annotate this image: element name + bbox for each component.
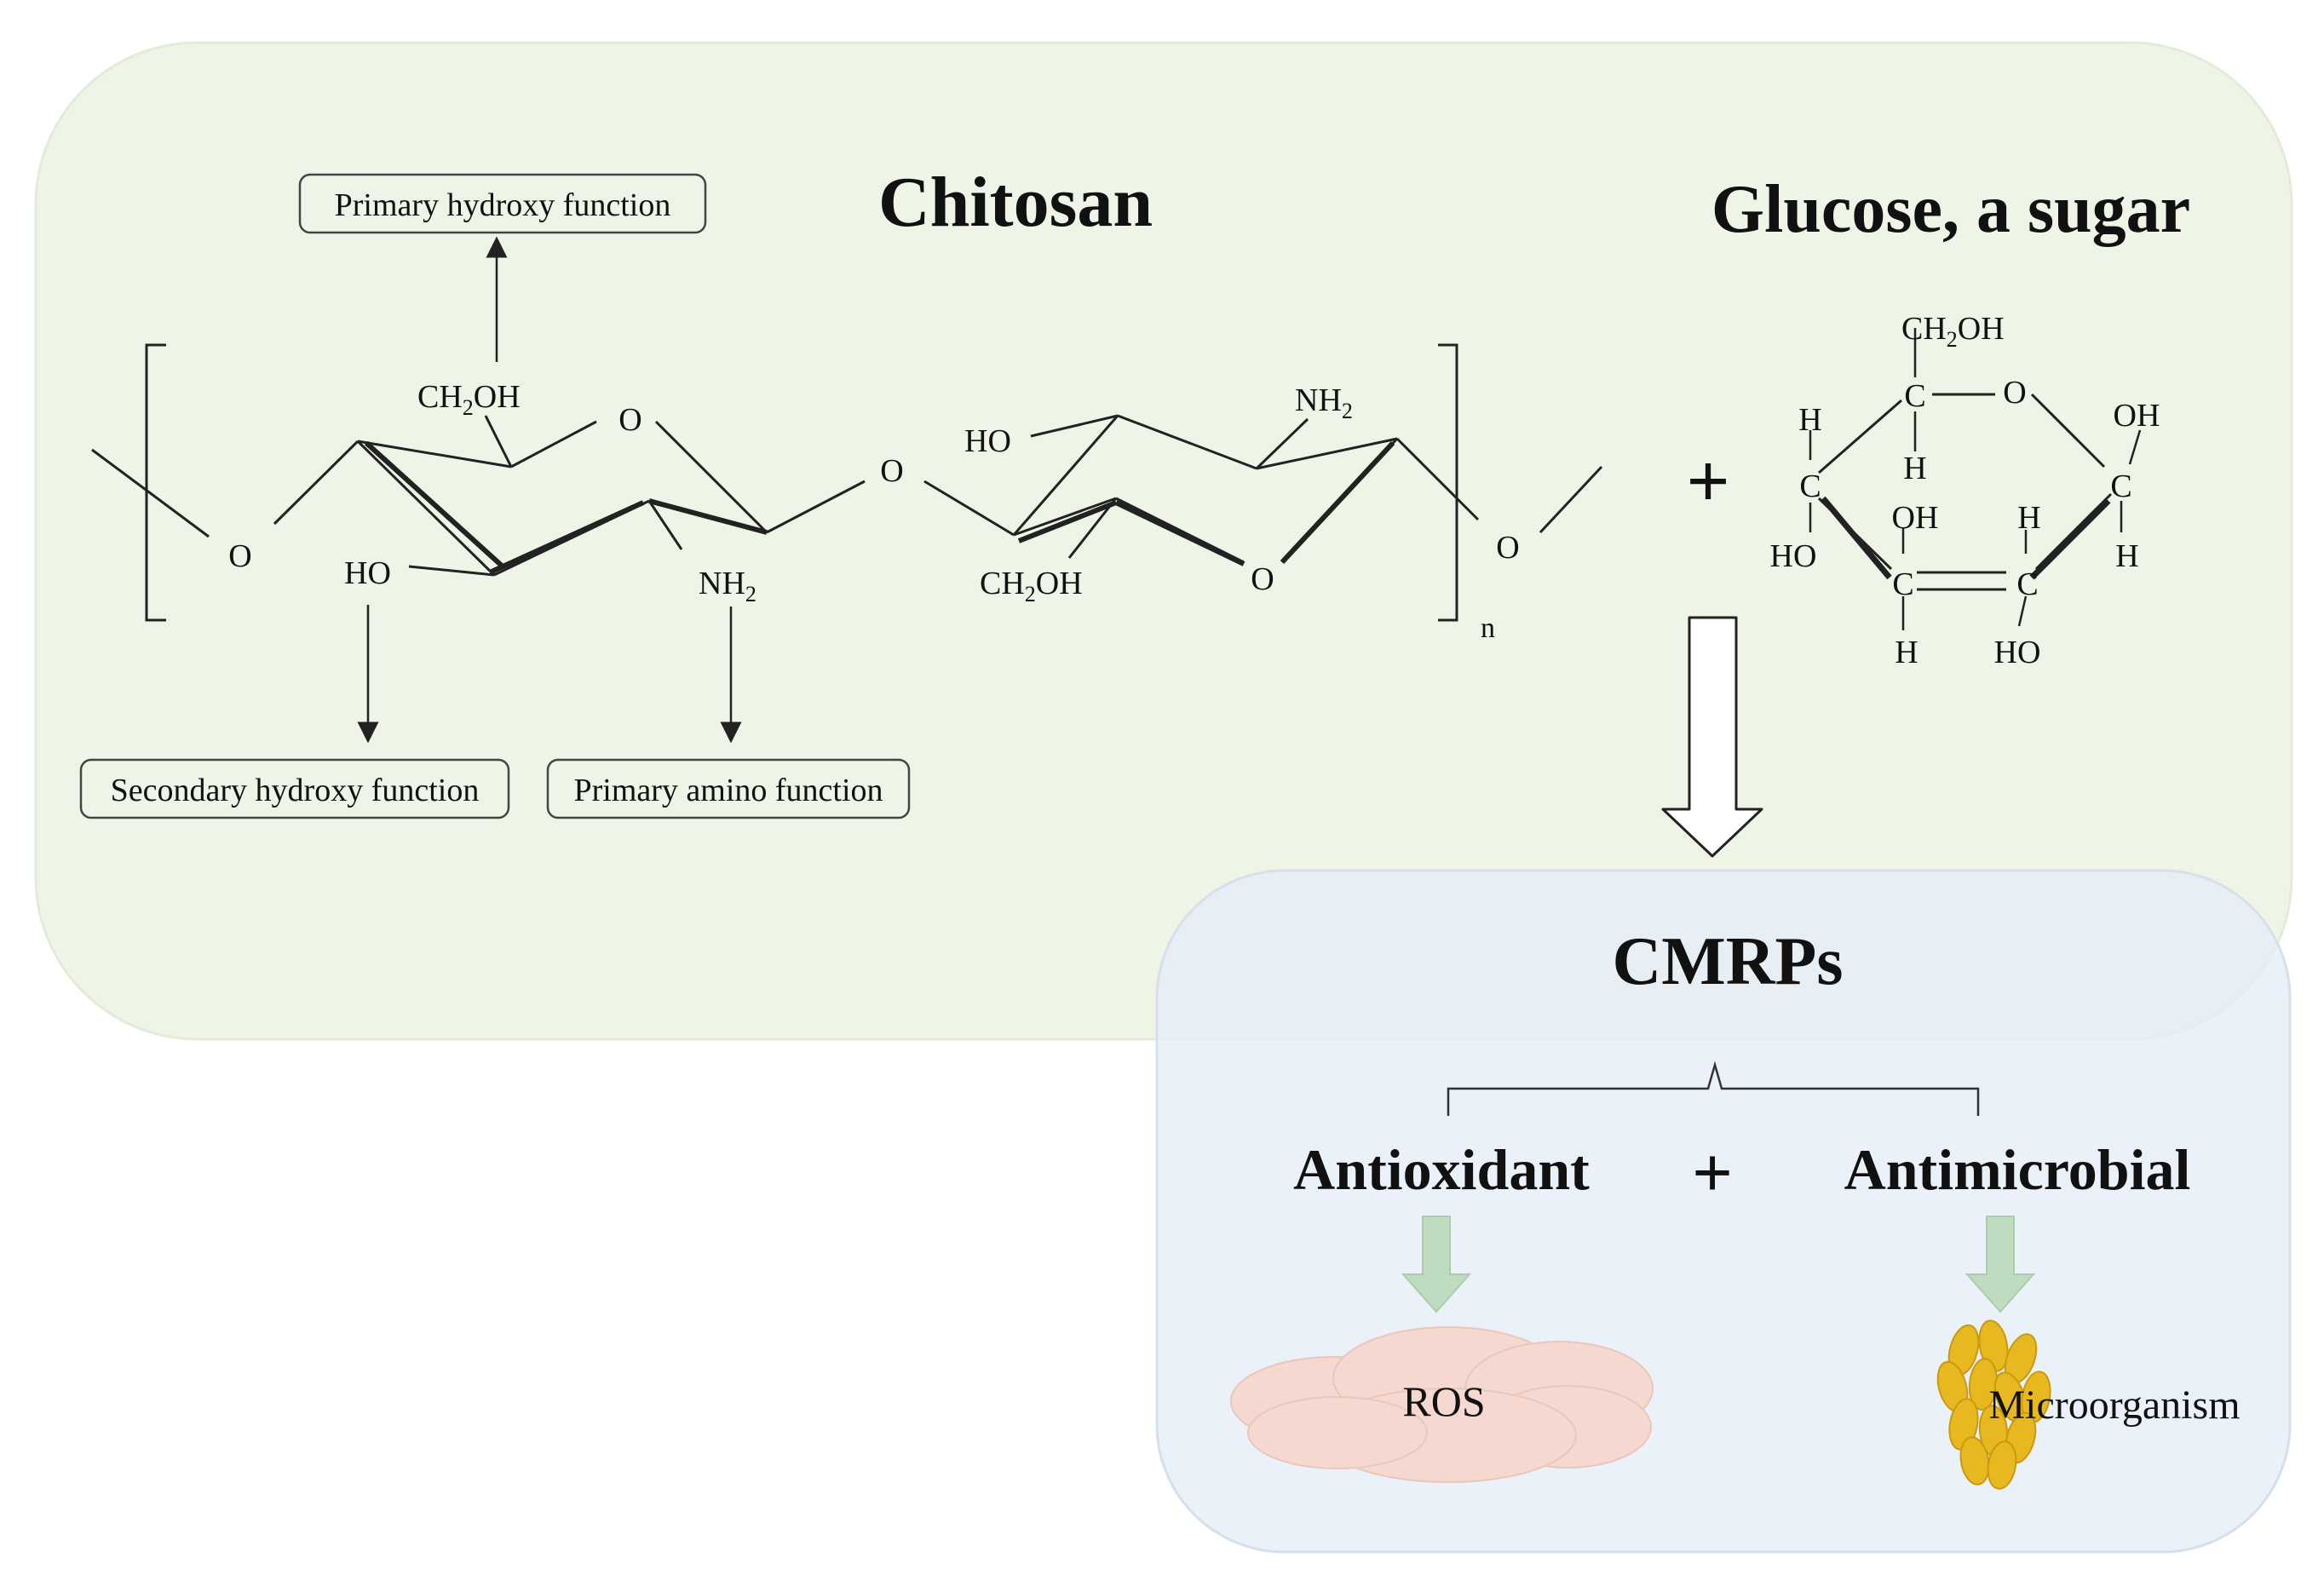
chitosan-atoms: O CH2OH O HO NH2 O HO NH2 CH2OH O O n xyxy=(228,379,1519,644)
glucose-c5: C xyxy=(1904,378,1925,414)
svg-text:Primary hydroxy function: Primary hydroxy function xyxy=(335,187,671,223)
atom-o-left: O xyxy=(228,538,251,574)
glucose-title: Glucose, a sugar xyxy=(1711,172,2190,247)
secondary-hydroxy-label: Secondary hydroxy function xyxy=(79,758,510,819)
atom-o-ring1: O xyxy=(618,402,641,438)
microorganism-label: Microorganism xyxy=(1988,1382,2240,1428)
glucose-ch2oh: CH2OH xyxy=(1901,311,2005,352)
antimicrobial-arrow xyxy=(1964,1216,2036,1313)
chitosan-structure xyxy=(91,343,1603,622)
atom-ch2oh-ring1: CH2OH xyxy=(417,379,521,420)
property-antioxidant: Antioxidant xyxy=(1293,1137,1590,1202)
glucose-h4: H xyxy=(1798,402,1821,438)
primary-amino-label: Primary amino function xyxy=(546,758,911,819)
primary-hydroxy-label: Primary hydroxy function xyxy=(298,173,707,234)
glucose-c1: C xyxy=(2110,468,2131,504)
atom-ho-ring2: HO xyxy=(964,423,1011,459)
property-antimicrobial: Antimicrobial xyxy=(1844,1137,2191,1202)
glucose-oh3: OH xyxy=(1892,500,1939,536)
atom-o-right: O xyxy=(1496,530,1519,566)
plus-reactants: + xyxy=(1686,440,1729,524)
glucose-atoms: CH2OH C O H H C HO OH C H OH C H H C HO xyxy=(1770,311,2160,670)
cmrps-title: CMRPs xyxy=(1612,924,1843,999)
glucose-c2: C xyxy=(2016,566,2038,602)
property-brace xyxy=(1447,1061,1980,1116)
ros-label: ROS xyxy=(1402,1377,1485,1425)
repeat-index-n: n xyxy=(1481,612,1495,644)
glucose-h3: H xyxy=(1895,635,1918,670)
glucose-oh1: OH xyxy=(2114,398,2160,434)
glucose-ho2: HO xyxy=(1994,635,2041,670)
atom-o-ring2: O xyxy=(1251,561,1274,597)
atom-nh2-ring2: NH2 xyxy=(1295,382,1353,423)
ros-cloud xyxy=(1230,1326,1654,1483)
atom-nh2-ring1: NH2 xyxy=(699,566,756,606)
antioxidant-arrow xyxy=(1401,1216,1472,1313)
atom-ho-ring1: HO xyxy=(344,555,391,591)
plus-properties: + xyxy=(1692,1134,1733,1213)
glucose-h1: H xyxy=(2115,538,2138,574)
svg-text:Secondary hydroxy function: Secondary hydroxy function xyxy=(111,773,480,808)
glucose-h2: H xyxy=(2017,500,2040,536)
chitosan-title: Chitosan xyxy=(878,163,1153,242)
glucose-h5: H xyxy=(1903,451,1926,486)
microorganism-icon xyxy=(1936,1319,2051,1490)
atom-ch2oh-ring2: CH2OH xyxy=(980,566,1083,606)
glucose-o-ring: O xyxy=(2003,375,2026,411)
glucose-structure xyxy=(1809,328,2142,630)
glucose-ho4: HO xyxy=(1770,538,1817,574)
reaction-arrow xyxy=(1661,616,1763,858)
glucose-c3: C xyxy=(1892,566,1913,602)
glucose-c4: C xyxy=(1799,468,1821,504)
atom-o-glycosidic: O xyxy=(880,453,903,489)
svg-text:Primary amino function: Primary amino function xyxy=(573,773,883,808)
